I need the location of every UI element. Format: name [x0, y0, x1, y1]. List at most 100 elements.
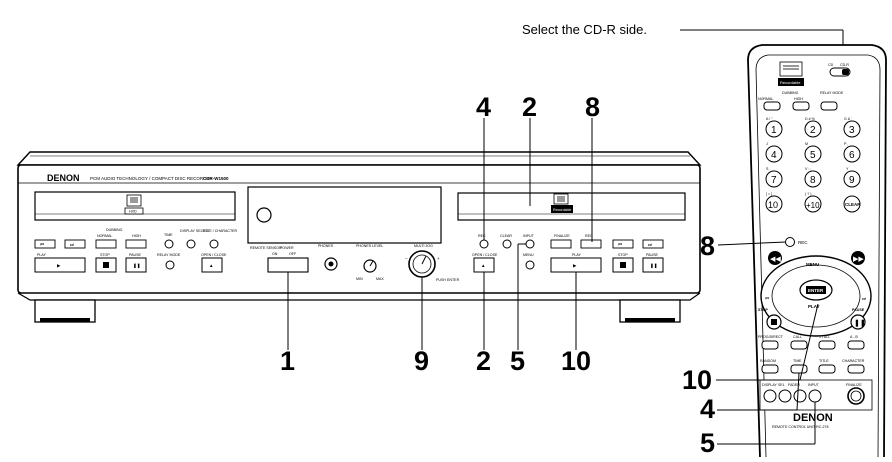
skip-forward-button[interactable] [64, 239, 86, 249]
remote-character-button[interactable] [847, 364, 865, 374]
number-key-1[interactable] [765, 120, 783, 138]
number-key-8[interactable] [804, 170, 822, 188]
remote-normal-button[interactable] [763, 101, 781, 111]
pause-button-right[interactable] [642, 257, 664, 273]
remote-random-button[interactable] [761, 364, 779, 374]
deck-foot-left-shadow [40, 318, 90, 322]
remote-time-button[interactable] [790, 364, 808, 374]
number-key-7-label: 7 [771, 175, 777, 186]
input-label: INPUT [523, 234, 535, 238]
play-icon-right: ▶ [573, 263, 577, 268]
number-key-10[interactable] [765, 195, 783, 213]
dubbing-high-button[interactable] [125, 239, 147, 249]
display-select-label: DISPLAY SELECT [180, 229, 211, 233]
skip-forward-button-right[interactable] [642, 239, 664, 249]
deck-subtitle: PCM AUDIO TECHNOLOGY / COMPACT DISC RECO… [90, 176, 213, 181]
deck-model: CDR-W1500 [203, 176, 229, 181]
remote-sensor-label: REMOTE SENSOR [250, 246, 282, 250]
remote-recordable-text: Recordable [780, 80, 801, 85]
number-key-6[interactable] [843, 145, 861, 163]
callout-1: 1 [280, 346, 295, 376]
play-button-left[interactable] [34, 257, 86, 273]
skip-back-button-right[interactable] [612, 239, 634, 249]
remote-display-button[interactable] [763, 389, 777, 403]
menu-button[interactable] [525, 260, 535, 270]
remote-time-label: TIME [793, 359, 802, 363]
clear-button[interactable] [502, 239, 512, 249]
title-character-button[interactable] [209, 239, 219, 249]
deck-rec-small-button[interactable] [479, 239, 489, 249]
deck-bottom-bevel [17, 292, 701, 301]
number-key-4[interactable] [765, 145, 783, 163]
number-key-5[interactable] [804, 145, 822, 163]
remote-clear-button[interactable] [843, 195, 861, 213]
random-label: RANDOM [760, 359, 776, 363]
callout-4-remote: 4 [700, 394, 715, 424]
hxd-badge-text: HXD [129, 210, 137, 214]
remote-rewind-button[interactable] [768, 251, 782, 265]
pause-label-left: PAUSE [129, 253, 142, 257]
open-close-button-left[interactable] [201, 257, 223, 273]
remote-a-b-button[interactable] [847, 340, 865, 350]
remote-input-button[interactable] [808, 389, 822, 403]
open-close-label-left: OPEN / CLOSE [201, 253, 227, 257]
remote-call-button[interactable] [790, 340, 808, 350]
remote-control: Recordable CD CD-R DUBBING NORMAL HIGH R… [747, 44, 887, 458]
remote-one-all-button[interactable] [818, 340, 836, 350]
display-select-button[interactable] [186, 239, 196, 249]
power-button[interactable] [267, 257, 309, 273]
number-key-plus10[interactable] [804, 195, 822, 213]
key-label-3: G & ' [844, 117, 852, 121]
skip-back-button[interactable] [34, 239, 56, 249]
deck-callouts: 4 2 8 1 9 2 5 10 [280, 92, 600, 376]
call-label: CALL [793, 335, 802, 339]
remote-pause-button[interactable] [850, 314, 866, 330]
relay-mode-button[interactable] [165, 260, 175, 270]
remote-fader-button[interactable] [793, 389, 807, 403]
enter-label-bg [806, 286, 826, 294]
stop-label-right: STOP [618, 253, 628, 257]
push-enter-label: PUSH ENTER [436, 278, 460, 282]
number-key-9-label: 9 [849, 175, 855, 186]
number-key-2[interactable] [804, 120, 822, 138]
key-label-5: M [805, 142, 808, 146]
key-label-7: S . [766, 167, 770, 171]
time-button[interactable] [164, 239, 174, 249]
one-all-label: 1 / ALL [819, 335, 830, 339]
key-label-9: Y [846, 167, 849, 171]
power-label: POWER [280, 246, 294, 250]
prog-direct-label: PROG/DIRECT [758, 335, 784, 339]
level-max-label: MAX [376, 277, 384, 281]
key-label-plus10: ( ? ) [805, 192, 811, 196]
remote-menu-label: MENU [806, 262, 819, 267]
input-button[interactable] [525, 239, 535, 249]
cdr-switch-label: CD-R [840, 63, 849, 67]
key-label-2: D # % [805, 117, 816, 121]
finalize-button[interactable] [550, 239, 572, 249]
stop-icon-right [620, 262, 626, 268]
number-key-9[interactable] [843, 170, 861, 188]
dubbing-normal-button[interactable] [95, 239, 117, 249]
remote-sel-button[interactable] [778, 389, 792, 403]
remote-high-button[interactable] [792, 101, 810, 111]
clear-label: CLEAR [500, 234, 512, 238]
power-off-label: OFF [289, 252, 297, 256]
key-label-1: A ! " [766, 117, 773, 121]
rec-button[interactable] [580, 239, 602, 249]
remote-relay-mode-button[interactable] [820, 101, 838, 111]
power-on-label: ON [272, 252, 278, 256]
remote-rec-button[interactable] [785, 237, 795, 247]
eject-icon-right: ▲ [481, 263, 485, 268]
number-key-7[interactable] [765, 170, 783, 188]
phones-label: PHONES [318, 244, 334, 248]
callout-2-top: 2 [522, 92, 537, 122]
display-window [247, 186, 442, 244]
pause-button-left[interactable] [125, 257, 147, 273]
number-key-3[interactable] [843, 120, 861, 138]
number-key-5-label: 5 [810, 150, 816, 161]
remote-fastforward-button[interactable] [851, 251, 865, 265]
remote-title-button[interactable] [818, 364, 836, 374]
remote-prog-direct-button[interactable] [761, 340, 779, 350]
key-label-4: J [766, 142, 768, 146]
